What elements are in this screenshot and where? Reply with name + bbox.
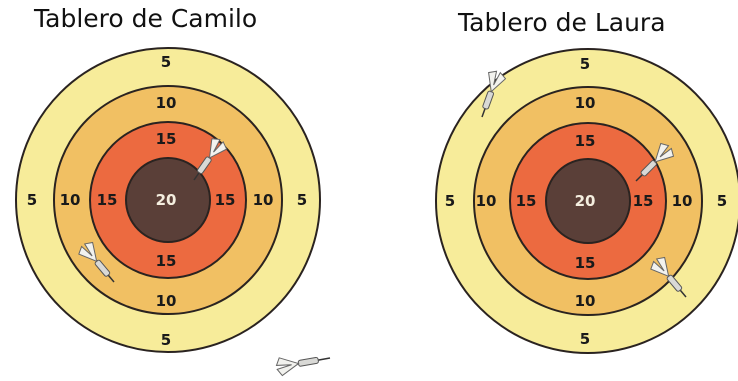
bullseye <box>545 158 631 244</box>
label-yellow-right: 5 <box>297 191 307 209</box>
dart-icon <box>635 142 675 182</box>
dartboard-laura: 20 15 15 15 15 10 10 10 10 5 5 5 5 <box>435 48 738 354</box>
label-red-top: 15 <box>156 130 177 148</box>
label-orange-bottom: 10 <box>156 292 177 310</box>
dartboard-camilo: 20 15 15 15 15 10 10 10 10 5 5 5 5 <box>15 47 321 353</box>
label-yellow-bottom: 5 <box>580 330 590 348</box>
label-yellow-top: 5 <box>161 53 171 71</box>
label-orange-top: 10 <box>575 94 596 112</box>
label-yellow-left: 5 <box>445 192 455 210</box>
label-orange-left: 10 <box>60 191 81 209</box>
label-orange-right: 10 <box>672 192 693 210</box>
dart-icon <box>650 256 687 298</box>
label-orange-bottom: 10 <box>575 292 596 310</box>
label-yellow-bottom: 5 <box>161 331 171 349</box>
label-yellow-left: 5 <box>27 191 37 209</box>
label-bull: 20 <box>156 191 177 209</box>
dart-icon <box>481 70 507 118</box>
label-orange-top: 10 <box>156 94 177 112</box>
label-red-right: 15 <box>215 191 236 209</box>
label-yellow-top: 5 <box>580 55 590 73</box>
label-red-bottom: 15 <box>575 254 596 272</box>
label-red-right: 15 <box>633 192 654 210</box>
label-red-top: 15 <box>575 132 596 150</box>
label-red-left: 15 <box>516 192 537 210</box>
label-bull: 20 <box>575 192 596 210</box>
label-orange-right: 10 <box>253 191 274 209</box>
bullseye <box>125 157 211 243</box>
missed-dart <box>275 356 331 377</box>
label-yellow-right: 5 <box>717 192 727 210</box>
board-title-laura: Tablero de Laura <box>458 8 666 37</box>
dart-icon <box>78 241 115 283</box>
label-orange-left: 10 <box>476 192 497 210</box>
label-red-left: 15 <box>97 191 118 209</box>
label-red-bottom: 15 <box>156 252 177 270</box>
board-title-camilo: Tablero de Camilo <box>34 4 258 33</box>
dart-icon <box>193 138 228 181</box>
dart-icon <box>275 356 331 377</box>
